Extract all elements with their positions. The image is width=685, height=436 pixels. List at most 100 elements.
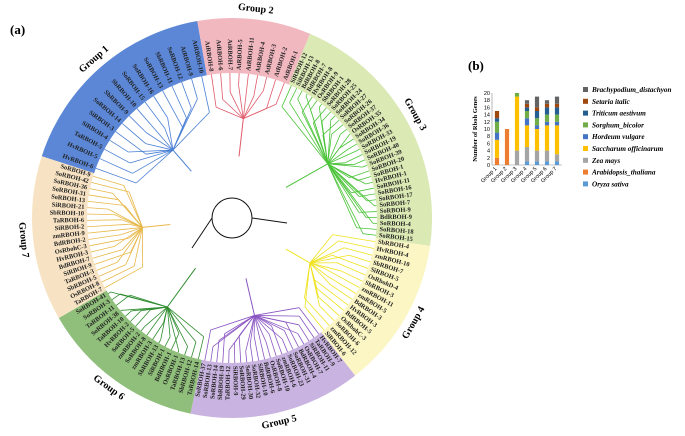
branch-tip (340, 270, 363, 282)
branch-tip (87, 200, 125, 206)
branch-tip (88, 234, 122, 240)
branch-tip (201, 76, 210, 113)
branch (327, 163, 357, 228)
legend-swatch (583, 98, 588, 104)
y-tick-label: 18 (484, 98, 490, 104)
leaf-label: SiRBOH-2 (55, 223, 85, 232)
branch (146, 149, 174, 155)
branch (309, 262, 325, 269)
leaf-label: SoRBOH-14 (209, 364, 220, 399)
branch (254, 315, 267, 343)
branch-tip (345, 154, 363, 164)
branch-tip (344, 247, 373, 256)
leaf-label: SoRBOH-17 (378, 191, 413, 202)
branch (212, 315, 255, 347)
branch-tip (322, 119, 340, 136)
branch-tip (347, 143, 357, 150)
leaf-label: AtRBOH-5 (236, 39, 245, 70)
bar-segment (534, 96, 540, 108)
branch (110, 291, 168, 308)
root-branch (251, 217, 288, 224)
branch-tip (281, 338, 288, 353)
branch (166, 306, 188, 347)
branch-tip (304, 306, 325, 331)
branch (242, 95, 255, 119)
legend-swatch (583, 122, 588, 128)
leaf-label: SiRBOH-21 (52, 202, 85, 211)
branch-tip (298, 307, 320, 335)
branch (254, 315, 286, 323)
branch (254, 315, 270, 335)
branch-tip (330, 284, 353, 300)
branch-tip (162, 90, 184, 128)
leaf-label: SoRBOH-13 (202, 364, 214, 399)
bar-segment (554, 121, 560, 126)
branch (322, 135, 329, 164)
branch-tip (305, 93, 308, 96)
branch-tip (171, 333, 180, 350)
branch (129, 149, 174, 164)
branch-tip (332, 234, 376, 243)
branch-tip (204, 329, 212, 361)
y-tick-label: 4 (487, 149, 490, 155)
branch-tip (353, 159, 365, 166)
y-axis-title: Number of Rboh Genes (472, 96, 479, 162)
bar-segment (544, 150, 550, 162)
branch-tip (90, 246, 115, 253)
legend-label: Triticum aestivum (592, 110, 646, 118)
branch-tip (87, 219, 123, 221)
branch (113, 227, 143, 231)
branch (327, 150, 358, 165)
group-7-band (32, 156, 107, 318)
bar-segment (534, 118, 540, 126)
branch-tip (318, 296, 340, 317)
y-tick-label: 20 (484, 91, 490, 97)
leaf-label: SoRBOH-13 (51, 193, 86, 204)
branch-tip (281, 85, 292, 107)
branch (228, 315, 255, 351)
branch (309, 247, 345, 264)
branch-tip (93, 175, 124, 186)
branch (163, 306, 168, 323)
branch (112, 193, 143, 228)
legend-label: Oryza sativa (592, 180, 629, 188)
branch (327, 163, 375, 207)
branch-tip (321, 111, 332, 122)
branch-tip (115, 131, 147, 155)
branch (167, 117, 174, 151)
branch (133, 227, 143, 267)
branch (327, 134, 341, 164)
leaf-label: AtRBOH-6 (215, 39, 224, 71)
branch-tip (108, 291, 112, 294)
branch (114, 227, 143, 247)
branch (312, 122, 329, 164)
leaf-label: SoRBOH-18 (379, 226, 414, 236)
bar-segment (544, 107, 550, 115)
y-tick-label: 6 (487, 141, 490, 147)
group-7-label: Group 7 (16, 222, 31, 259)
branch (301, 111, 329, 165)
tree-branches (87, 73, 378, 363)
branch-tip (87, 207, 109, 210)
branch-tip (135, 309, 151, 327)
panel-a-label: (a) (10, 22, 25, 37)
branch-tip (96, 262, 118, 271)
branch (254, 315, 285, 331)
leaf-label: SoRBOH-9 (380, 207, 411, 215)
branch (121, 306, 168, 311)
branch-tip (87, 213, 116, 216)
branch-tip (220, 73, 224, 100)
bar-segment (544, 125, 550, 151)
branch-tip (197, 336, 205, 360)
leaf-label: AtRBOH-11 (245, 37, 256, 71)
branch-tip (365, 181, 373, 185)
branch (327, 163, 366, 185)
bar-segment (534, 150, 540, 162)
bar-segment (554, 161, 560, 165)
y-tick-label: 12 (484, 120, 490, 126)
branch-tip (87, 230, 114, 234)
branch (128, 227, 143, 239)
branch-tip (332, 254, 369, 269)
